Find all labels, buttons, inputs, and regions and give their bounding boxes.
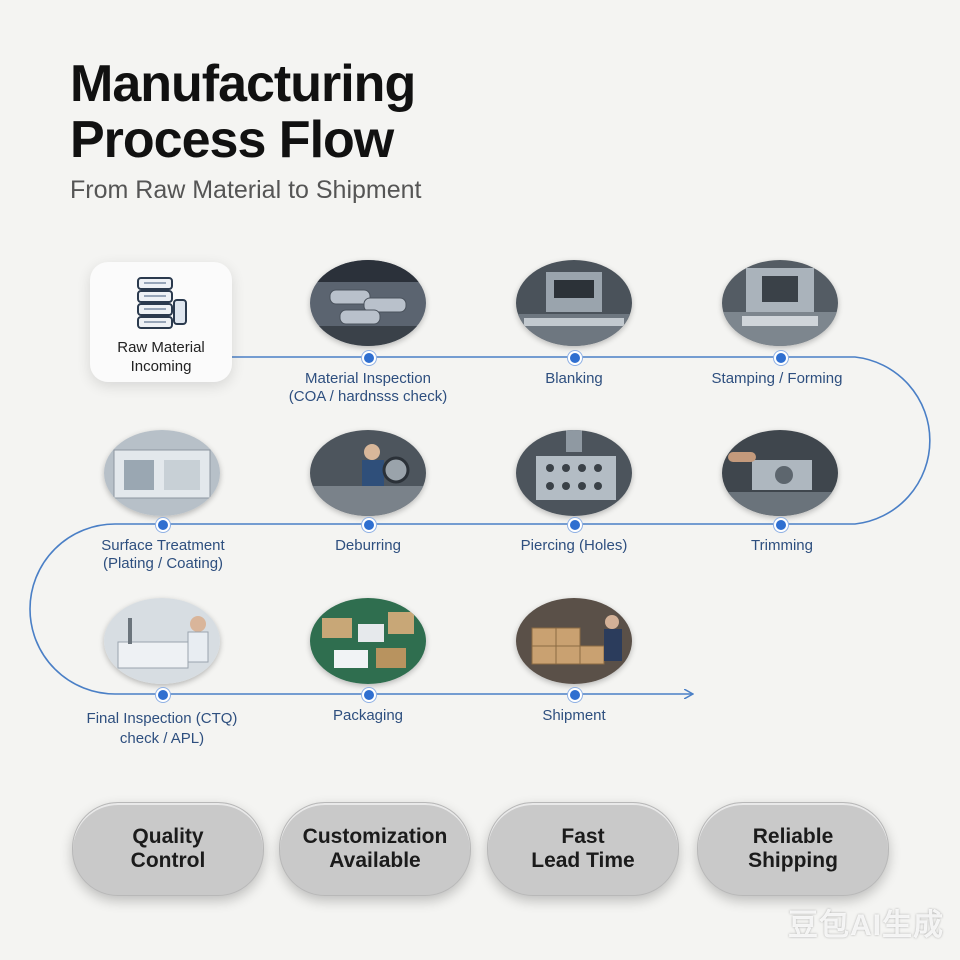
step-label-material-inspection: Material Inspection (COA / hardnsss chec… [268, 370, 468, 406]
flow-line [29, 356, 931, 694]
raw-material-label-line-1: Raw Material [117, 339, 205, 356]
step-label-line-1: Piercing (Holes) [520, 537, 628, 554]
title-line-1: Manufacturing [70, 55, 416, 113]
step-dot-surface-treatment [156, 518, 170, 532]
step-label-line-1: Blanking [545, 370, 603, 387]
shipment-photo [516, 598, 632, 684]
material-inspection-photo [310, 260, 426, 346]
step-dot-piercing [568, 518, 582, 532]
step-label-line-1: Material Inspection [305, 370, 431, 387]
step-label-piercing: Piercing (Holes) [474, 537, 674, 555]
step-dot-blanking [568, 351, 582, 365]
raw-material-label: Raw Material Incoming [90, 338, 232, 376]
step-label-shipment: Shipment [474, 707, 674, 725]
step-label-line-1: Shipment [542, 707, 606, 724]
step-label-line-1: Final Inspection (CTQ) [86, 710, 238, 727]
feature-pill-line-1: Reliable [752, 825, 834, 848]
step-dot-final-inspection [156, 688, 170, 702]
step-label-deburring: Deburring [268, 537, 468, 555]
step-label-line-1: Deburring [335, 537, 401, 554]
feature-pill-line-2: Control [130, 849, 206, 872]
raw-material-card: Raw Material Incoming [90, 262, 232, 382]
page-subtitle: From Raw Material to Shipment [70, 176, 422, 204]
step-dot-trimming [774, 518, 788, 532]
raw-material-stack-icon [137, 277, 187, 329]
stamping-forming-photo [722, 260, 838, 346]
step-label-trimming: Trimming [682, 537, 882, 555]
step-label-line-2: (COA / hardnsss check) [288, 388, 448, 405]
step-label-blanking: Blanking [474, 370, 674, 388]
step-label-line-1: Stamping / Forming [711, 370, 843, 387]
final-inspection-photo [104, 598, 220, 684]
raw-material-label-line-2: Incoming [130, 358, 192, 375]
step-dot-packaging [362, 688, 376, 702]
watermark: 豆包AI生成 [788, 909, 944, 942]
step-label-line-1: Trimming [751, 537, 813, 554]
step-label-line-2: check / APL) [119, 730, 205, 747]
feature-pill-line-1: Quality [132, 825, 204, 848]
step-label-final-inspection: Final Inspection (CTQ) check / APL) [62, 709, 262, 749]
feature-pill-line-1: Fast [561, 825, 605, 848]
step-label-line-1: Packaging [332, 707, 404, 724]
feature-pill-fast-lead-time: Fast Lead Time [487, 802, 679, 896]
feature-pill-quality-control: Quality Control [72, 802, 264, 896]
surface-treatment-photo [104, 430, 220, 516]
feature-pill-line-2: Shipping [748, 849, 838, 872]
blanking-photo [516, 260, 632, 346]
packaging-photo [310, 598, 426, 684]
feature-pill-line-2: Available [329, 849, 421, 872]
step-label-line-1: Surface Treatment [101, 537, 225, 554]
page-title: Manufacturing Process Flow [70, 55, 416, 169]
title-line-2: Process Flow [70, 111, 394, 169]
feature-pill-customization: Customization Available [279, 802, 471, 896]
step-dot-shipment [568, 688, 582, 702]
step-dot-stamping-forming [774, 351, 788, 365]
step-dot-deburring [362, 518, 376, 532]
trimming-photo [722, 430, 838, 516]
step-dot-material-inspection [362, 351, 376, 365]
feature-pill-line-1: Customization [302, 825, 448, 848]
step-label-stamping-forming: Stamping / Forming [677, 370, 877, 388]
deburring-photo [310, 430, 426, 516]
step-label-packaging: Packaging [268, 707, 468, 725]
step-label-line-2: (Plating / Coating) [102, 555, 224, 572]
feature-pill-line-2: Lead Time [531, 849, 635, 872]
feature-pill-reliable-shipping: Reliable Shipping [697, 802, 889, 896]
step-label-surface-treatment: Surface Treatment (Plating / Coating) [63, 537, 263, 573]
piercing-photo [516, 430, 632, 516]
